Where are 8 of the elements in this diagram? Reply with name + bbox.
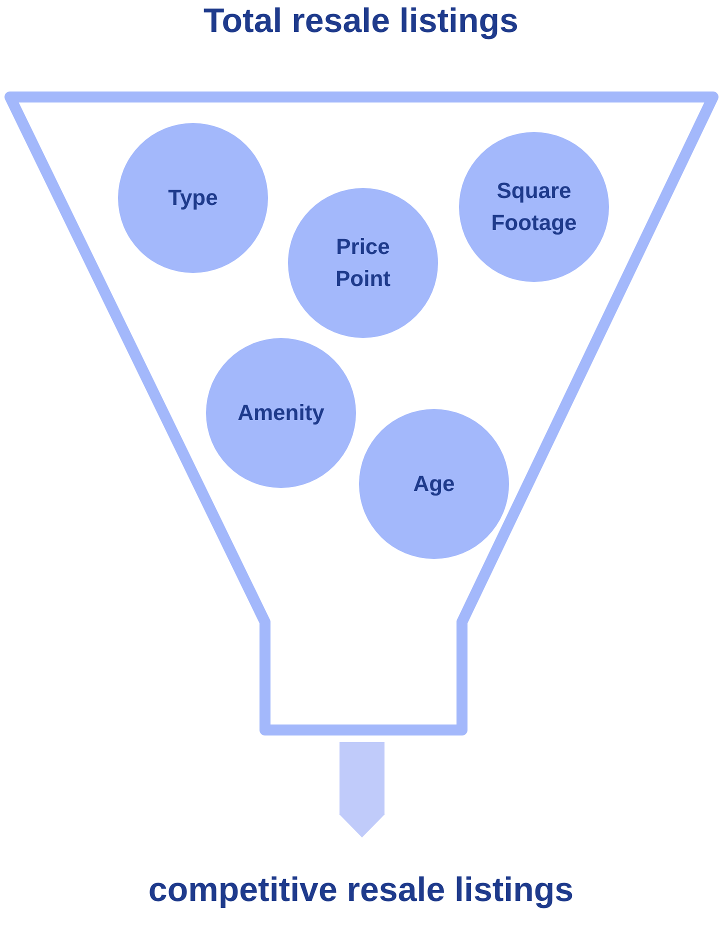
category-label: Square Footage bbox=[490, 177, 578, 237]
category-label: Price Point bbox=[334, 233, 392, 293]
category-label: Age bbox=[413, 470, 455, 498]
result-text: competitive resale listings bbox=[60, 860, 662, 920]
down-arrow bbox=[339, 742, 385, 838]
category-label: Amenity bbox=[238, 399, 324, 427]
funnel-heading: Total resale listings bbox=[202, 2, 520, 41]
category-label: Type bbox=[168, 184, 218, 212]
